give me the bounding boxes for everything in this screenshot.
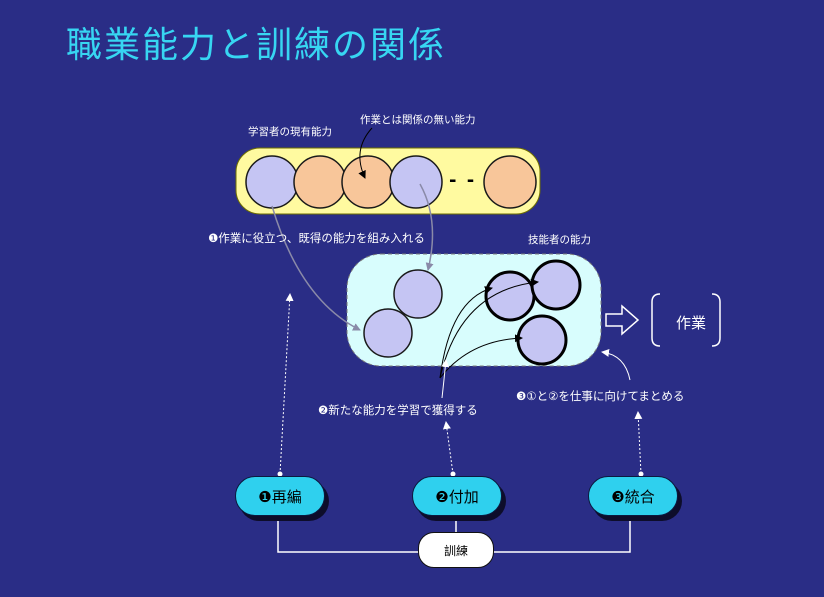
work-bracket-right bbox=[711, 293, 721, 347]
skill-circle-1 bbox=[393, 269, 443, 319]
work-label: 作業 bbox=[676, 314, 707, 332]
integrate-note-label: ❸①と②を仕事に向けてまとめる bbox=[516, 389, 685, 403]
reorganize-button[interactable]: ❶再編 bbox=[235, 476, 325, 516]
add-button[interactable]: ❷付加 bbox=[412, 476, 502, 516]
new-arrow-3 bbox=[439, 334, 523, 379]
integrate-label-arrow bbox=[601, 348, 631, 381]
skill-circle-5 bbox=[516, 314, 568, 366]
incorporate-arrow-2 bbox=[419, 183, 434, 271]
ellipsis-dashes: - - bbox=[449, 170, 477, 191]
training-button[interactable]: 訓練 bbox=[418, 532, 494, 568]
integrate-button[interactable]: ❸統合 bbox=[588, 476, 678, 516]
ability-circle-3 bbox=[341, 155, 395, 209]
new-arrow-2 bbox=[439, 278, 539, 379]
new-ability-label: ❷新たな能力を学習で獲得する bbox=[318, 403, 478, 417]
new-label-arrow bbox=[441, 359, 450, 399]
ability-circle-1 bbox=[245, 155, 299, 209]
ability-circle-4 bbox=[389, 155, 443, 209]
integrate-dotted bbox=[634, 411, 643, 475]
existing-ability-label: 学習者の現有能力 bbox=[248, 126, 332, 138]
skill-circle-4 bbox=[530, 259, 582, 311]
work-bracket-left bbox=[651, 293, 661, 347]
incorporate-label: ❶作業に役立つ、既得の能力を組み入れる bbox=[208, 231, 425, 245]
reorganize-dotted bbox=[279, 293, 294, 475]
skill-circle-2 bbox=[363, 308, 413, 358]
unrelated-ability-label: 作業とは関係の無い能力 bbox=[360, 114, 476, 126]
add-dotted bbox=[442, 421, 454, 475]
ability-circle-5 bbox=[483, 155, 537, 209]
skilled-ability-label: 技能者の能力 bbox=[528, 234, 591, 246]
ability-circle-2 bbox=[293, 155, 347, 209]
page-title: 職業能力と訓練の関係 bbox=[66, 25, 447, 66]
work-arrow bbox=[605, 304, 640, 336]
unrelated-arrow bbox=[358, 127, 373, 179]
incorporate-arrow-1 bbox=[271, 205, 361, 331]
